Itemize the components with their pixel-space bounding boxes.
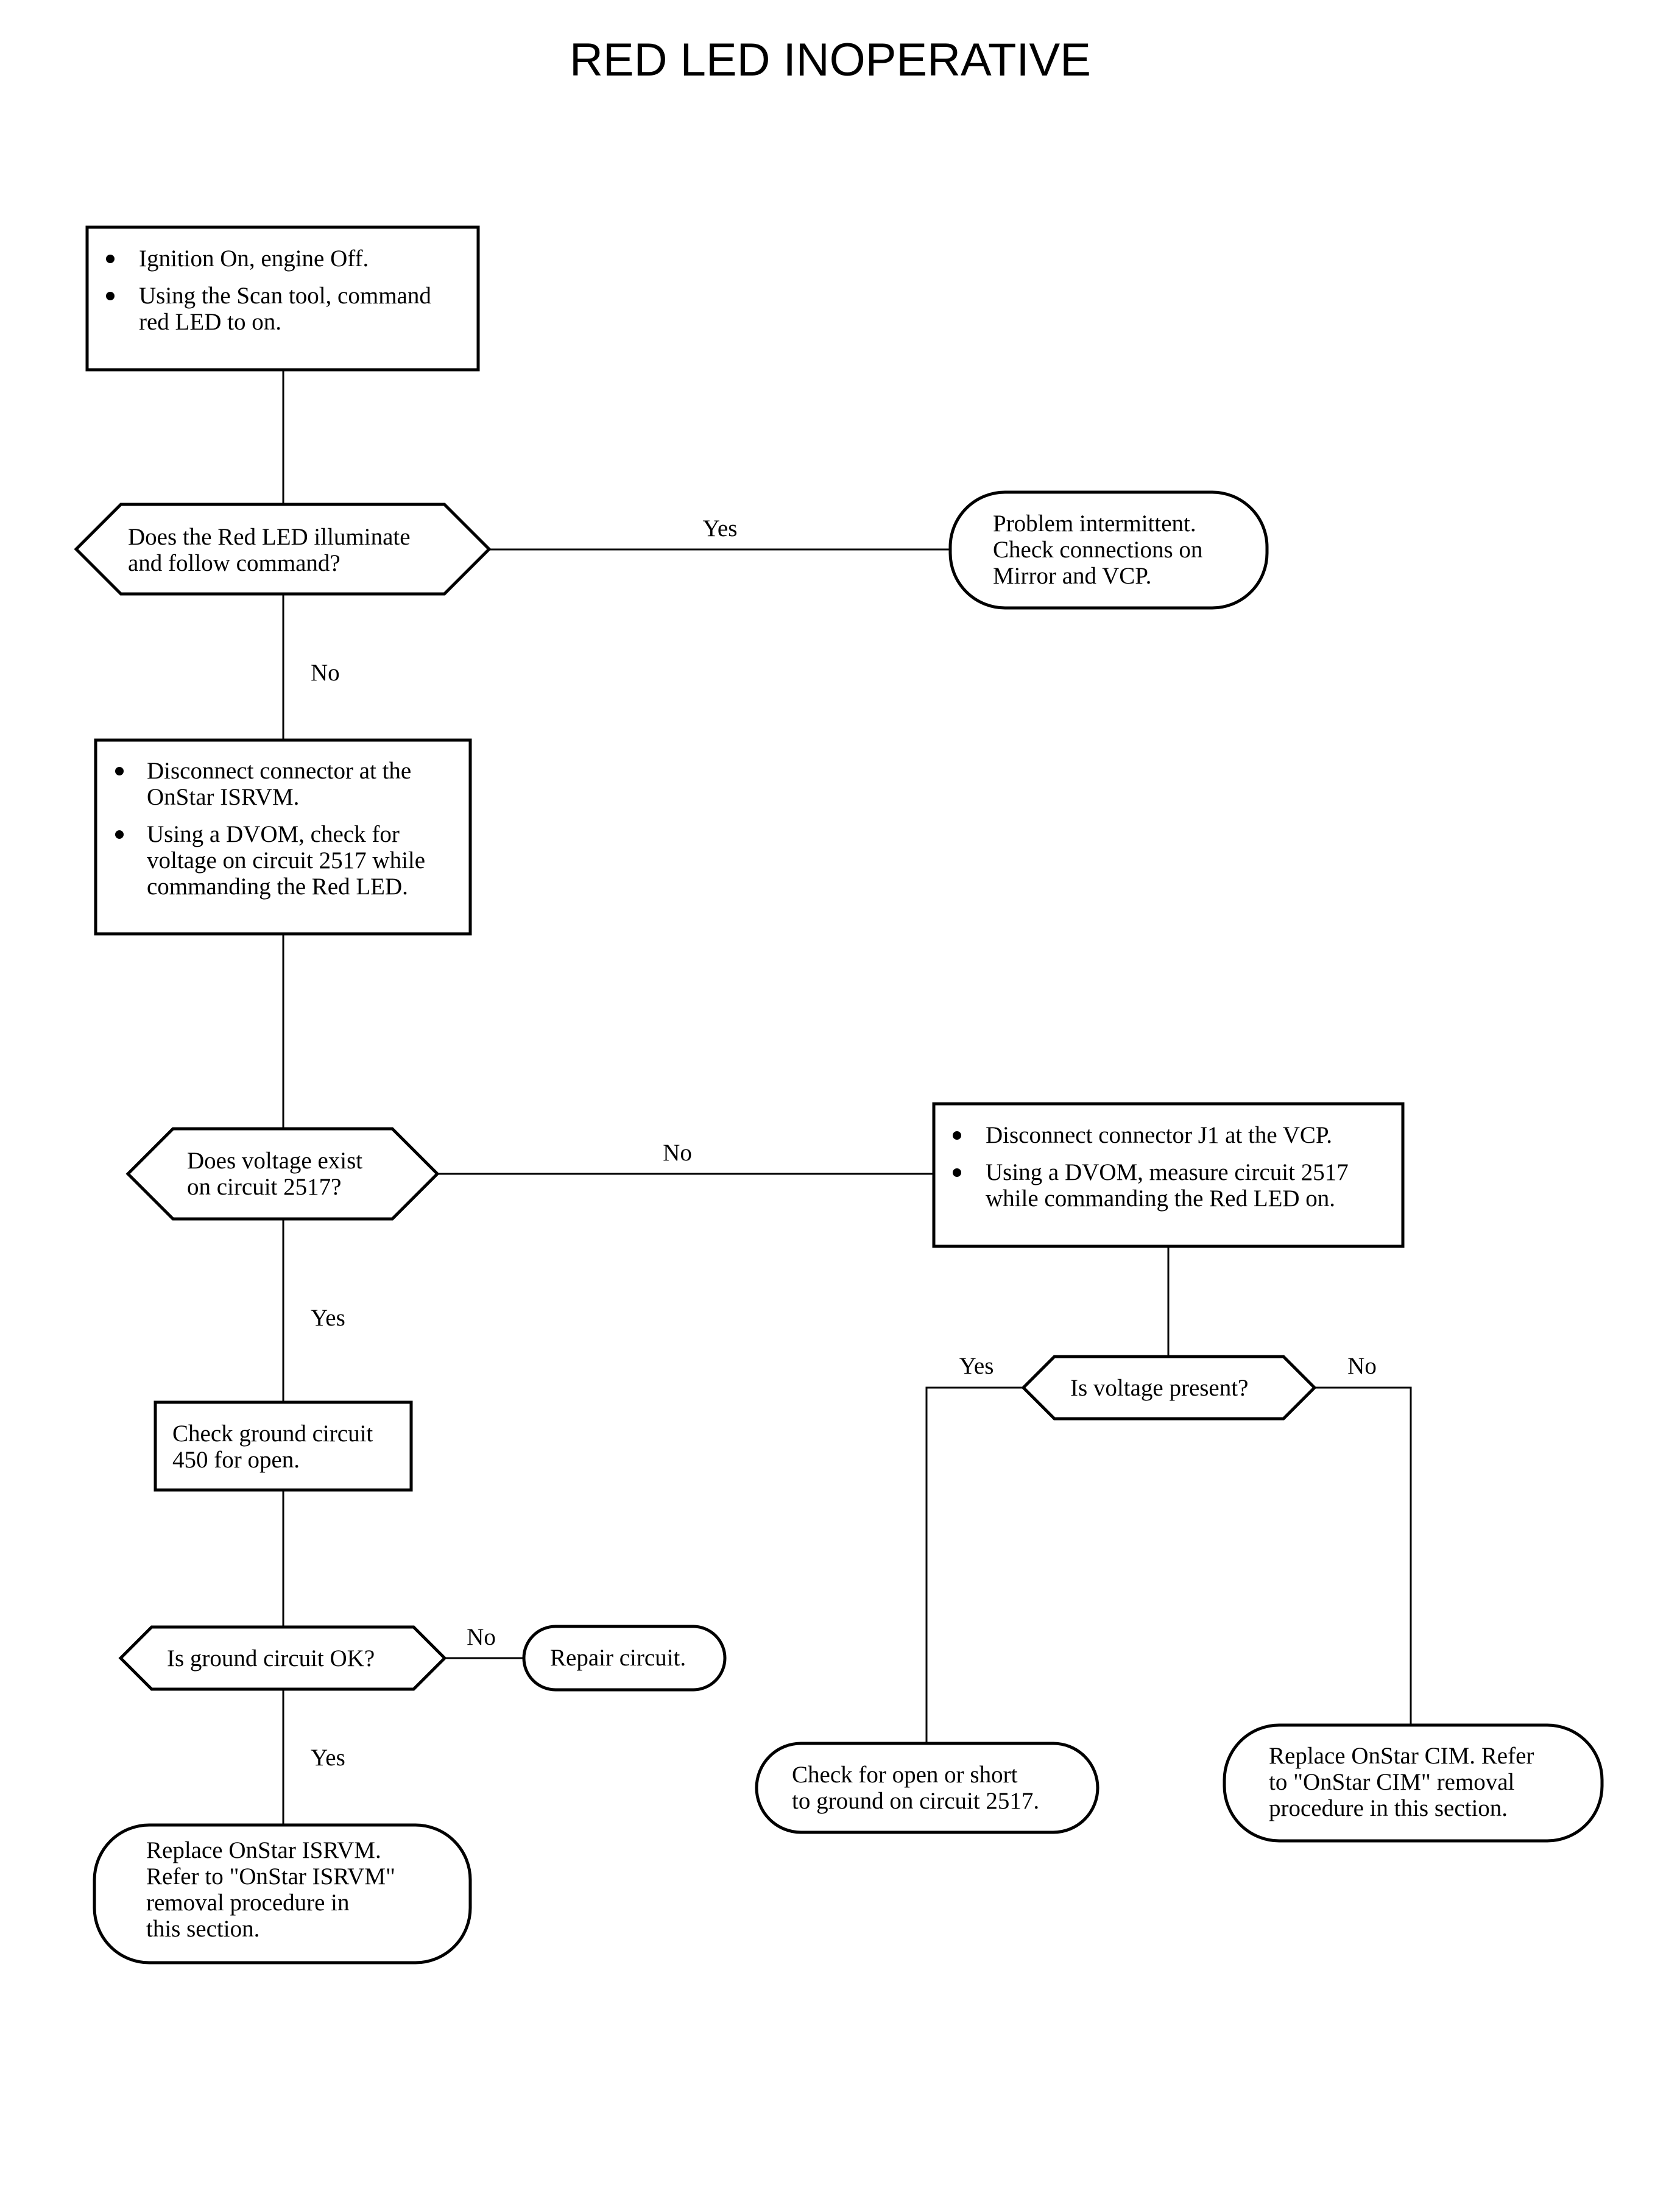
edge-label-yes: Yes	[703, 515, 738, 542]
node-text-line: Replace OnStar CIM. Refer	[1269, 1743, 1534, 1769]
decision-voltage-present: Is voltage present?	[1021, 1355, 1317, 1421]
decision-ground-ok: Is ground circuit OK?	[118, 1625, 447, 1691]
node-text-line: and follow command?	[128, 550, 341, 576]
node-text-line: to "OnStar CIM" removal	[1269, 1769, 1515, 1795]
process-box-outline	[154, 1400, 413, 1492]
node-text-line: Is voltage present?	[1070, 1375, 1248, 1401]
node-text-line: Check connections on	[993, 537, 1202, 563]
terminal-rounded-outline	[948, 490, 1269, 610]
bullet-dot-icon	[953, 1131, 961, 1140]
edge-label-no: No	[311, 660, 340, 686]
node-text-line: Using a DVOM, check for	[147, 821, 400, 847]
node-text-line: this section.	[146, 1916, 259, 1942]
node-text-line: 450 for open.	[172, 1447, 300, 1473]
node-text-line: Ignition On, engine Off.	[139, 245, 369, 272]
node-text-line: on circuit 2517?	[187, 1174, 341, 1200]
bullet-dot-icon	[953, 1168, 961, 1177]
decision-hexagon-outline	[118, 1625, 447, 1691]
process-box-outline	[932, 1102, 1405, 1248]
terminal-rounded-outline	[522, 1625, 727, 1692]
node-text-line: Does voltage exist	[187, 1148, 362, 1174]
node-text-line: Mirror and VCP.	[993, 563, 1151, 589]
connector-line	[1315, 1386, 1412, 1725]
node-text-line: Disconnect connector J1 at the VCP.	[986, 1122, 1332, 1148]
page-title: RED LED INOPERATIVE	[570, 34, 1091, 86]
node-text-line: while commanding the Red LED on.	[986, 1185, 1335, 1212]
bullet-dot-icon	[115, 830, 124, 839]
edge-label-yes: Yes	[311, 1305, 345, 1331]
node-text-line: red LED to on.	[139, 309, 281, 335]
edge-label-yes: Yes	[959, 1353, 994, 1379]
node-text-line: Does the Red LED illuminate	[128, 524, 411, 550]
bullet-dot-icon	[115, 767, 124, 775]
edge-label-no: No	[1347, 1353, 1377, 1379]
edge-label-no: No	[467, 1624, 496, 1650]
node-text-line: Check ground circuit	[172, 1421, 373, 1447]
step-ignition-box: Ignition On, engine Off. Using the Scan t…	[85, 225, 480, 372]
step-disconnect-vcp-box: Disconnect connector J1 at the VCP. Using…	[932, 1102, 1405, 1248]
decision-hexagon-outline	[1021, 1355, 1317, 1421]
decision-hexagon-outline	[74, 503, 492, 596]
node-text-line: Refer to "OnStar ISRVM"	[146, 1863, 395, 1890]
terminal-rounded-outline	[755, 1742, 1099, 1834]
node-text-line: Problem intermittent.	[993, 510, 1196, 537]
decision-hexagon-outline	[125, 1127, 440, 1221]
terminal-replace-isrvm: Replace OnStar ISRVM.Refer to "OnStar IS…	[93, 1823, 472, 1965]
node-text-line: Replace OnStar ISRVM.	[146, 1837, 381, 1863]
edge-label-yes: Yes	[311, 1745, 345, 1771]
process-box-outline	[94, 738, 472, 936]
node-text-line: procedure in this section.	[1269, 1795, 1508, 1821]
node-text-line: commanding the Red LED.	[147, 874, 408, 900]
process-box-outline	[85, 225, 480, 372]
terminal-rounded-outline	[93, 1823, 472, 1965]
node-text-line: Using the Scan tool, command	[139, 283, 431, 309]
node-text-line: Repair circuit.	[550, 1645, 686, 1671]
terminal-problem-intermittent: Problem intermittent.Check connections o…	[948, 490, 1269, 610]
node-text-line: Using a DVOM, measure circuit 2517	[986, 1159, 1349, 1185]
node-text-line: Check for open or short	[792, 1762, 1018, 1788]
connector-line	[925, 1386, 1023, 1743]
terminal-repair-circuit: Repair circuit.	[522, 1625, 727, 1692]
edge-label-no: No	[663, 1140, 692, 1166]
bullet-dot-icon	[106, 292, 115, 300]
node-text-line: Disconnect connector at the	[147, 758, 411, 784]
node-text-line: voltage on circuit 2517 while	[147, 847, 425, 874]
node-text-line: OnStar ISRVM.	[147, 784, 299, 810]
terminal-rounded-outline	[1223, 1723, 1604, 1843]
node-text-line: removal procedure in	[146, 1890, 350, 1916]
node-text-line: to ground on circuit 2517.	[792, 1788, 1039, 1814]
node-text-line: Is ground circuit OK?	[167, 1645, 375, 1672]
bullet-dot-icon	[106, 255, 115, 263]
